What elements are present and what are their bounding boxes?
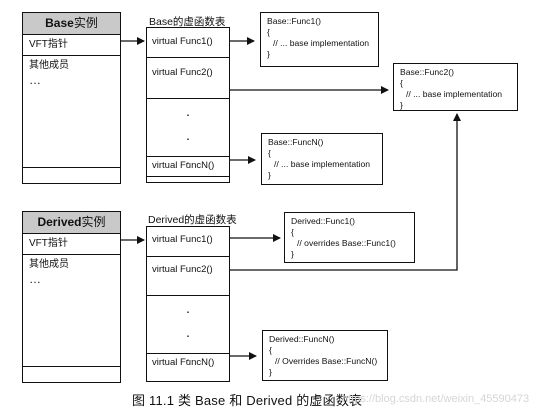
base-instance-title: Base实例: [23, 13, 120, 35]
base-func2-impl: Base::Func2() { // ... base implementati…: [393, 63, 518, 111]
base-vtable: virtual Func1() virtual Func2() · · · vi…: [146, 27, 230, 183]
base-vtable-funcn: virtual FuncN(): [147, 157, 229, 177]
derived-vtable-dots: · · ·: [147, 296, 229, 366]
base-vtable-func1: virtual Func1(): [147, 28, 229, 58]
figure-caption: 图 11.1 类 Base 和 Derived 的虚函数表: [132, 393, 363, 408]
derived-other-members: 其他成员: [29, 259, 69, 270]
base-vft-pointer: VFT指针: [23, 35, 120, 56]
derived-funcn-impl: Derived::FuncN() { // Overrides Base::Fu…: [262, 330, 388, 381]
base-bottom-divider: [23, 167, 120, 168]
derived-instance-box: Derived实例 VFT指针 其他成员 …: [22, 211, 121, 383]
derived-vft-pointer: VFT指针: [23, 234, 120, 255]
derived-instance-title: Derived实例: [23, 212, 120, 234]
derived-vtable-funcn: virtual FuncN(): [152, 357, 215, 368]
derived-vtable-func2: virtual Func2(): [147, 257, 229, 296]
base-funcn-impl: Base::FuncN() { // ... base implementati…: [261, 133, 383, 185]
base-func1-impl: Base::Func1() { // ... base implementati…: [260, 12, 379, 67]
derived-ellipsis: …: [29, 272, 41, 286]
watermark-text: https://blog.csdn.net/weixin_45590473: [342, 393, 530, 405]
base-vtable-label: Base的虚函数表: [149, 16, 226, 28]
derived-vtable-label: Derived的虚函数表: [148, 214, 237, 226]
derived-vtable-func1: virtual Func1(): [147, 227, 229, 257]
base-instance-box: Base实例 VFT指针 其他成员 …: [22, 12, 121, 184]
derived-vtable: virtual Func1() virtual Func2() · · · vi…: [146, 226, 230, 382]
base-other-members: 其他成员: [29, 60, 69, 71]
derived-func1-impl: Derived::Func1() { // overrides Base::Fu…: [284, 212, 415, 263]
arrow-derived-func2: [228, 113, 461, 271]
derived-bottom-divider: [23, 366, 120, 367]
base-vtable-func2: virtual Func2(): [147, 58, 229, 99]
base-vtable-dots: · · ·: [147, 99, 229, 169]
base-ellipsis: …: [29, 73, 41, 87]
